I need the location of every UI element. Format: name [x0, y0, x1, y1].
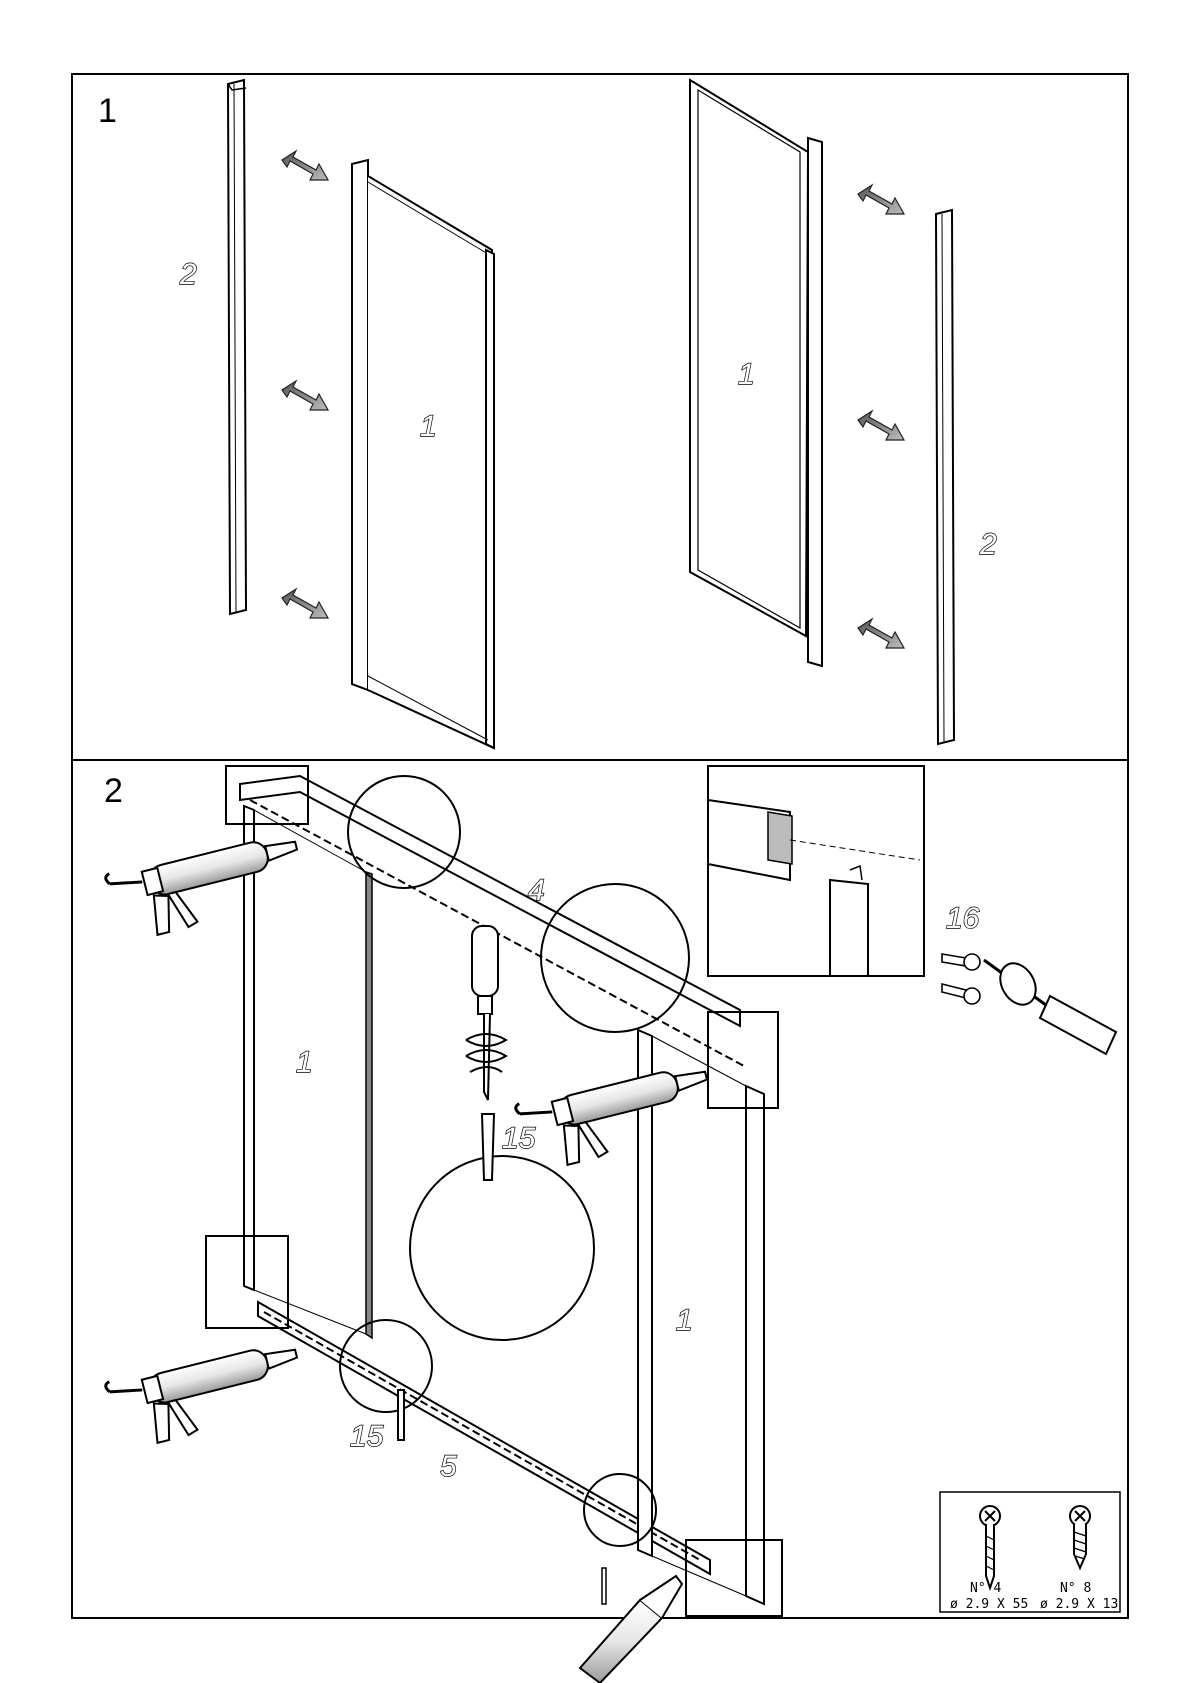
screw-icon — [482, 1114, 494, 1180]
step-2-frame — [72, 760, 1128, 1618]
left-profile-label: 2 — [179, 258, 197, 291]
silicone-gun-icon — [515, 1058, 719, 1173]
step-2-number: 2 — [104, 772, 123, 810]
double-arrow-icon — [858, 619, 904, 648]
left-glass-panel — [352, 160, 494, 748]
screw-icon — [398, 1390, 404, 1440]
hardware-legend: N° 4 ø 2.9 X 55 N° 8 ø 2.9 X 13 — [940, 1492, 1120, 1612]
screw-icon — [602, 1568, 606, 1604]
left-wall-profile — [228, 80, 246, 614]
silicone-gun-icon — [580, 1576, 682, 1683]
left-panel-label-step2: 1 — [296, 1046, 313, 1079]
legend-qty-short: N° 8 — [1060, 1581, 1091, 1596]
double-arrow-icon — [282, 381, 328, 410]
right-glass-panel-installed — [638, 1030, 764, 1604]
profile-detail-inset — [708, 766, 924, 976]
right-wall-profile — [936, 210, 954, 744]
right-panel-label-step2: 1 — [676, 1304, 693, 1337]
screw-icon — [942, 954, 980, 1004]
screw-detail-label: 16 — [946, 902, 980, 935]
right-panel-label: 1 — [738, 358, 755, 391]
screwdriver-icon — [466, 926, 506, 1100]
right-profile-label: 2 — [979, 528, 997, 561]
double-arrow-icon — [282, 151, 328, 180]
screwdriver-icon — [984, 957, 1116, 1054]
legend-qty-long: N° 4 — [970, 1581, 1001, 1596]
double-arrow-icon — [858, 411, 904, 440]
top-rail — [240, 776, 744, 1066]
corner-detail-box — [686, 1540, 782, 1616]
right-glass-panel — [690, 80, 822, 666]
double-arrow-icon — [282, 589, 328, 618]
legend-size-long: ø 2.9 X 55 — [950, 1597, 1028, 1612]
legend-size-short: ø 2.9 X 13 — [1040, 1597, 1118, 1612]
step-1-number: 1 — [98, 92, 117, 130]
screw-bottom-label: 15 — [350, 1420, 384, 1453]
silicone-gun-icon — [105, 828, 309, 943]
corner-detail-box — [708, 1012, 778, 1108]
magnifier-circle-icon — [410, 1156, 594, 1340]
left-panel-label: 1 — [420, 410, 437, 443]
top-rail-label: 4 — [528, 874, 545, 907]
double-arrow-icon — [858, 185, 904, 214]
silicone-gun-icon — [105, 1336, 309, 1451]
screw-center-label: 15 — [502, 1122, 536, 1155]
bottom-rail-label: 5 — [440, 1450, 457, 1483]
